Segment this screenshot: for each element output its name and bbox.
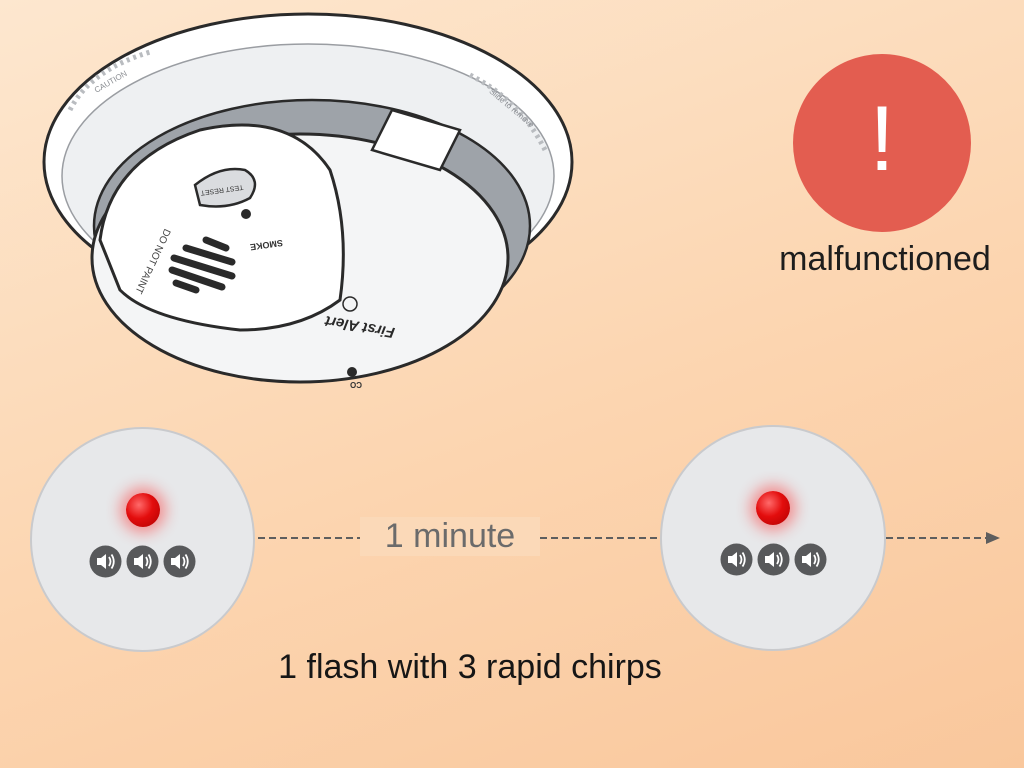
chirp-speaker-group xyxy=(662,543,884,576)
interval-label: 1 minute xyxy=(360,517,540,556)
speaker-icon xyxy=(720,543,752,576)
speaker-icon xyxy=(794,543,826,576)
smoke-detector-illustration: TEST RESET DO NOT PAINT SMOKE First Aler… xyxy=(42,12,574,389)
detector-icon-first xyxy=(30,427,255,652)
co-label: CO xyxy=(350,380,362,389)
speaker-icon xyxy=(757,543,789,576)
red-led-flash-icon xyxy=(125,493,160,527)
status-label: malfunctioned xyxy=(779,240,991,278)
detector-icon-second xyxy=(660,425,886,651)
arrow-head-icon xyxy=(986,532,1000,544)
malfunction-alert-badge: ! xyxy=(793,54,971,232)
speaker-icon xyxy=(89,545,122,578)
chirp-speaker-group xyxy=(32,545,253,578)
speaker-icon xyxy=(126,545,159,578)
smoke-label: SMOKE xyxy=(249,238,283,252)
exclamation-icon: ! xyxy=(869,88,895,190)
red-led-flash-icon xyxy=(756,491,790,525)
timeline-dashed-arrow xyxy=(258,532,1000,544)
pattern-caption: 1 flash with 3 rapid chirps xyxy=(278,648,662,686)
speaker-icon xyxy=(163,545,196,578)
